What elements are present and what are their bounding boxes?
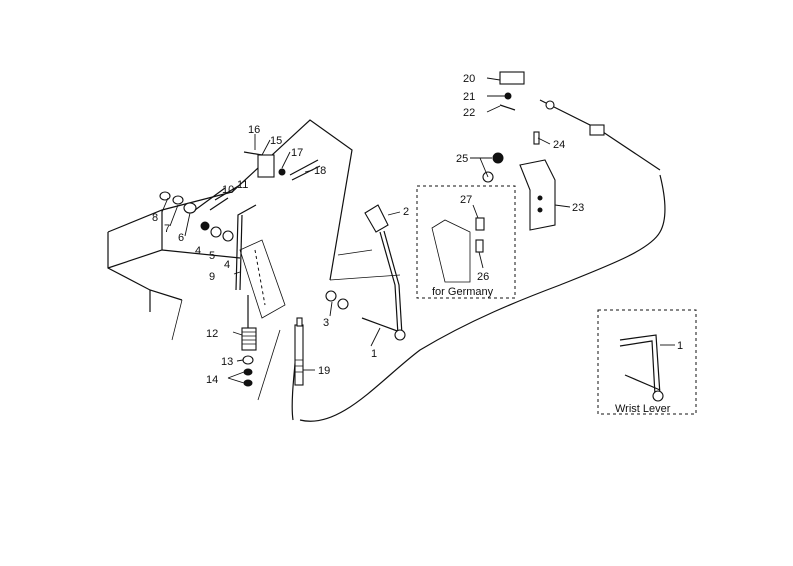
part-label-3: 3	[323, 317, 329, 329]
part-label-1: 1	[371, 348, 377, 360]
part-label-11: 11	[237, 179, 248, 191]
part-labels: 1 2 3 4 4 5 6 7 8 9 10 11 12 13 14 15 16…	[152, 73, 683, 386]
part-label-8: 8	[152, 212, 158, 224]
cable-end-hardware	[499, 71, 605, 145]
inset-part-label-1: 1	[677, 340, 683, 352]
wrist-lever-inset: Wrist Lever	[597, 309, 697, 415]
wrist-lever-caption: Wrist Lever	[615, 403, 671, 415]
part-label-18: 18	[314, 165, 326, 177]
leader-lines	[161, 77, 675, 384]
part-label-6: 6	[178, 232, 184, 244]
part-label-7: 7	[164, 223, 170, 235]
part-label-13: 13	[221, 356, 233, 368]
germany-caption: for Germany	[432, 286, 494, 298]
cable-end-19	[294, 317, 304, 386]
part-label-23: 23	[572, 202, 584, 214]
machine-housing	[107, 119, 401, 401]
part-label-27: 27	[460, 194, 472, 206]
part-label-15: 15	[270, 135, 282, 147]
part-label-4a: 4	[195, 245, 201, 257]
bracket-23	[482, 152, 556, 231]
part-label-17: 17	[291, 147, 303, 159]
part-label-5: 5	[209, 250, 215, 262]
shift-lever	[325, 204, 406, 341]
part-label-4b: 4	[224, 259, 230, 271]
washer-stack	[159, 187, 234, 242]
part-label-2: 2	[403, 206, 409, 218]
part-label-16: 16	[248, 124, 260, 136]
part-label-19: 19	[318, 365, 330, 377]
germany-inset: for Germany	[416, 185, 516, 299]
control-cable	[291, 99, 666, 422]
part-label-12: 12	[206, 328, 218, 340]
part-label-24: 24	[553, 139, 565, 151]
part-label-22: 22	[463, 107, 475, 119]
part-label-26: 26	[477, 271, 489, 283]
bracket-plate	[239, 239, 286, 319]
part-label-20: 20	[463, 73, 475, 85]
part-label-14: 14	[206, 374, 218, 386]
part-label-21: 21	[463, 91, 475, 103]
part-label-25: 25	[456, 153, 468, 165]
lever-rod-9	[209, 184, 257, 291]
part-label-10: 10	[222, 184, 234, 196]
top-bracket	[243, 151, 321, 181]
part-label-9: 9	[209, 271, 215, 283]
